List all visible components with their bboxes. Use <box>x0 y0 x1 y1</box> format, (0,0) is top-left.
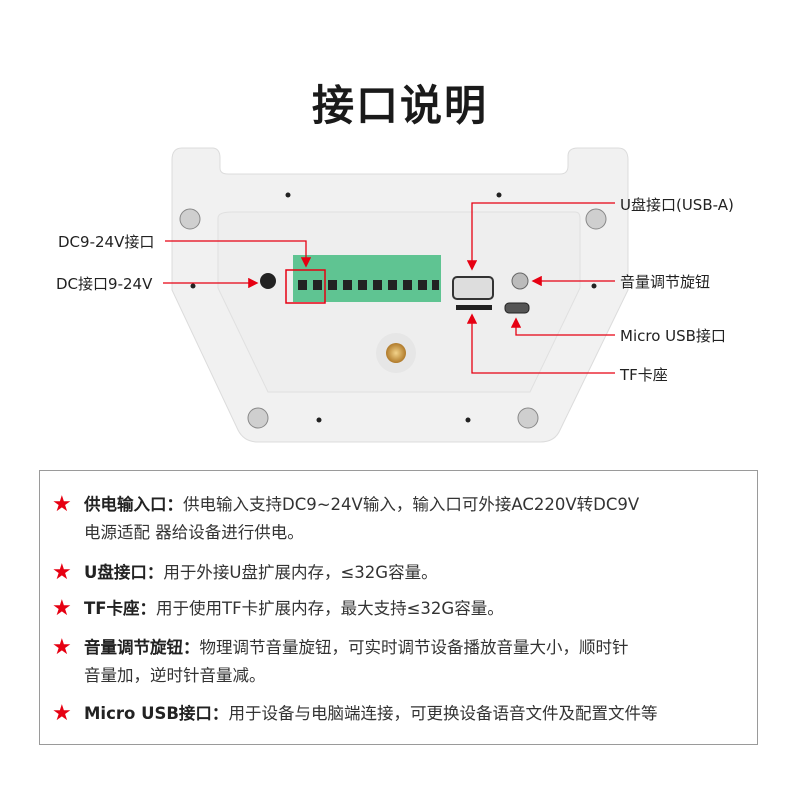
callout-dc-terminal: DC9-24V接口 <box>58 233 155 251</box>
usb-a-port <box>452 276 494 300</box>
highlight-box <box>285 269 326 304</box>
dc-jack <box>260 273 276 289</box>
callout-micro-usb: Micro USB接口 <box>620 327 726 345</box>
item-head: Micro USB接口： <box>84 704 229 723</box>
item-head: TF卡座： <box>84 599 157 618</box>
item-head: 音量调节旋钮： <box>84 638 200 657</box>
list-item: ★ 音量调节旋钮：物理调节音量旋钮，可实时调节设备播放音量大小，顺时针音量加，逆… <box>52 634 629 690</box>
tf-slot <box>456 305 492 310</box>
page-title: 接口说明 <box>311 81 488 130</box>
item-body: 供电输入支持DC9~24V输入，输入口可外接AC220V转DC9V <box>183 495 640 514</box>
item-body-cont: 电源适配 器给设备进行供电。 <box>84 523 304 542</box>
list-item: ★ 供电输入口：供电输入支持DC9~24V输入，输入口可外接AC220V转DC9… <box>52 491 639 547</box>
micro-usb-port <box>504 302 530 314</box>
terminal-block <box>293 255 441 302</box>
star-icon: ★ <box>52 492 72 517</box>
callout-dc-jack: DC接口9-24V <box>56 275 153 293</box>
item-body-cont: 音量加，逆时针音量减。 <box>84 666 266 685</box>
tripod-mount <box>386 343 406 363</box>
callout-usb-a: U盘接口(USB-A) <box>620 196 734 214</box>
item-body: 用于使用TF卡扩展内存，最大支持≤32G容量。 <box>156 599 504 618</box>
device-diagram <box>163 147 629 443</box>
callout-volume: 音量调节旋钮 <box>620 273 711 291</box>
star-icon: ★ <box>52 560 72 585</box>
star-icon: ★ <box>52 701 72 726</box>
list-item: ★ Micro USB接口：用于设备与电脑端连接，可更换设备语音文件及配置文件等 <box>52 700 657 728</box>
item-head: 供电输入口： <box>84 495 183 514</box>
list-item: ★ TF卡座：用于使用TF卡扩展内存，最大支持≤32G容量。 <box>52 595 504 623</box>
list-item: ★ U盘接口：用于外接U盘扩展内存，≤32G容量。 <box>52 559 438 587</box>
star-icon: ★ <box>52 635 72 660</box>
volume-knob <box>511 272 529 290</box>
screw-icon <box>179 208 607 429</box>
item-body: 用于设备与电脑端连接，可更换设备语音文件及配置文件等 <box>228 704 658 723</box>
item-body: 物理调节音量旋钮，可实时调节设备播放音量大小，顺时针 <box>199 638 629 657</box>
item-head: U盘接口： <box>84 563 164 582</box>
star-icon: ★ <box>52 596 72 621</box>
item-body: 用于外接U盘扩展内存，≤32G容量。 <box>163 563 438 582</box>
description-box: ★ 供电输入口：供电输入支持DC9~24V输入，输入口可外接AC220V转DC9… <box>39 470 758 745</box>
callout-tf: TF卡座 <box>620 366 668 384</box>
